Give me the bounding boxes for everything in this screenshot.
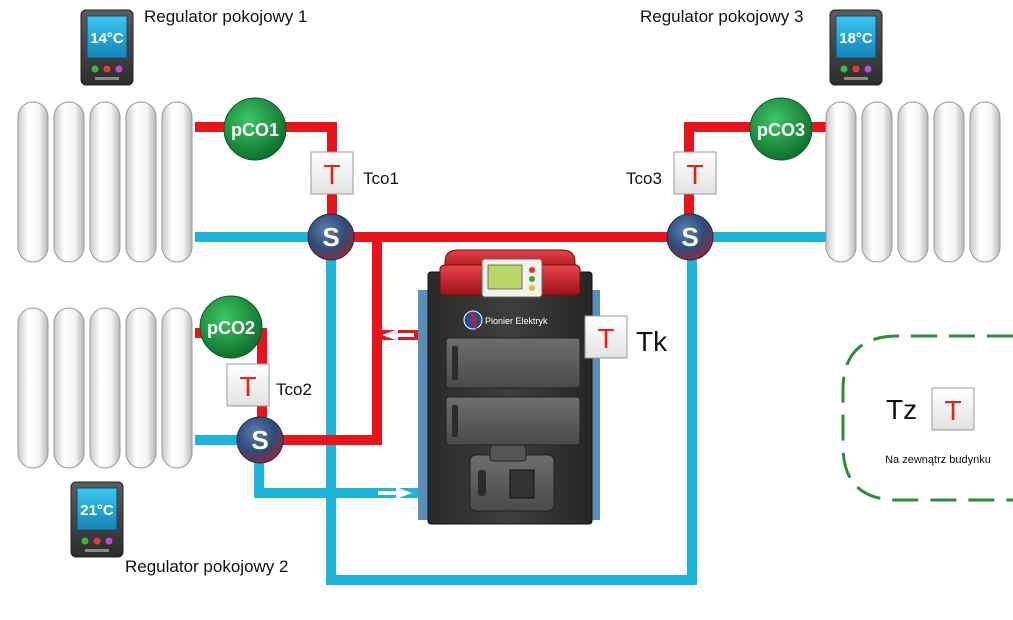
sensor-tz-symbol: T — [944, 395, 961, 426]
return-pipe-main — [326, 260, 697, 585]
mixing-valve-1: S — [307, 213, 355, 261]
thermostat-1-temp: 14°C — [90, 30, 124, 47]
radiator-1 — [17, 101, 193, 263]
flow-arrow-return — [378, 487, 412, 499]
sensor-tco1-label: Tco1 — [363, 169, 399, 188]
sensor-tz-label: Tz — [886, 394, 917, 425]
thermostat-2: 21°C — [70, 481, 124, 558]
thermostat-3: 18°C — [829, 9, 883, 86]
pump-pco2-label: pCO2 — [207, 318, 255, 338]
sensor-tz: T — [931, 387, 975, 431]
thermostat-3-label: Regulator pokojowy 3 — [640, 7, 803, 26]
radiator-3 — [825, 101, 1001, 263]
return-pipes — [195, 232, 828, 585]
sensor-tk-symbol: T — [597, 323, 614, 354]
flow-arrow-supply — [382, 329, 414, 341]
thermostat-2-temp: 21°C — [80, 502, 114, 519]
thermostat-2-label: Regulator pokojowy 2 — [125, 557, 288, 576]
boiler-upper-door — [445, 337, 581, 389]
mixing-valve-3: S — [666, 213, 714, 261]
boiler: Pionier Elektryk — [418, 249, 600, 525]
sensor-tco2-symbol: T — [239, 371, 256, 402]
mixing-valve-2-label: S — [251, 425, 268, 455]
return-pipe-boiler — [254, 460, 420, 498]
sensor-tco2: T — [226, 363, 270, 407]
pionier-logo-icon — [463, 310, 483, 330]
pump-pco3-label: pCO3 — [757, 120, 805, 140]
sensor-tco1: T — [310, 151, 354, 195]
boiler-middle-door — [445, 396, 581, 446]
sensor-tco3-symbol: T — [686, 159, 703, 190]
thermostat-3-temp: 18°C — [839, 30, 873, 47]
sensor-tco3: T — [673, 151, 717, 195]
boiler-brand: Pionier Elektryk — [485, 316, 548, 326]
radiator-2 — [17, 307, 193, 469]
sensor-tco1-symbol: T — [323, 159, 340, 190]
sensor-tk: T — [584, 315, 628, 359]
supply-pipe-riser — [282, 237, 382, 445]
mixing-valve-2: S — [236, 416, 284, 464]
boiler-controller — [481, 258, 543, 298]
sensor-tco2-label: Tco2 — [276, 380, 312, 399]
pump-pco1-label: pCO1 — [231, 120, 279, 140]
pump-pco1: pCO1 — [223, 97, 287, 161]
mixing-valve-3-label: S — [681, 222, 698, 252]
sensor-tco3-label: Tco3 — [626, 169, 662, 188]
mixing-valve-1-label: S — [322, 222, 339, 252]
outside-zone — [841, 334, 1013, 502]
thermostat-1-label: Regulator pokojowy 1 — [144, 7, 307, 26]
thermostat-1: 14°C — [80, 9, 134, 86]
outside-caption: Na zewnątrz budynku — [885, 454, 991, 466]
boiler-ash-door — [469, 444, 555, 512]
pump-pco3: pCO3 — [749, 97, 813, 161]
sensor-tk-label: Tk — [636, 326, 668, 357]
pump-pco2: pCO2 — [199, 295, 263, 359]
